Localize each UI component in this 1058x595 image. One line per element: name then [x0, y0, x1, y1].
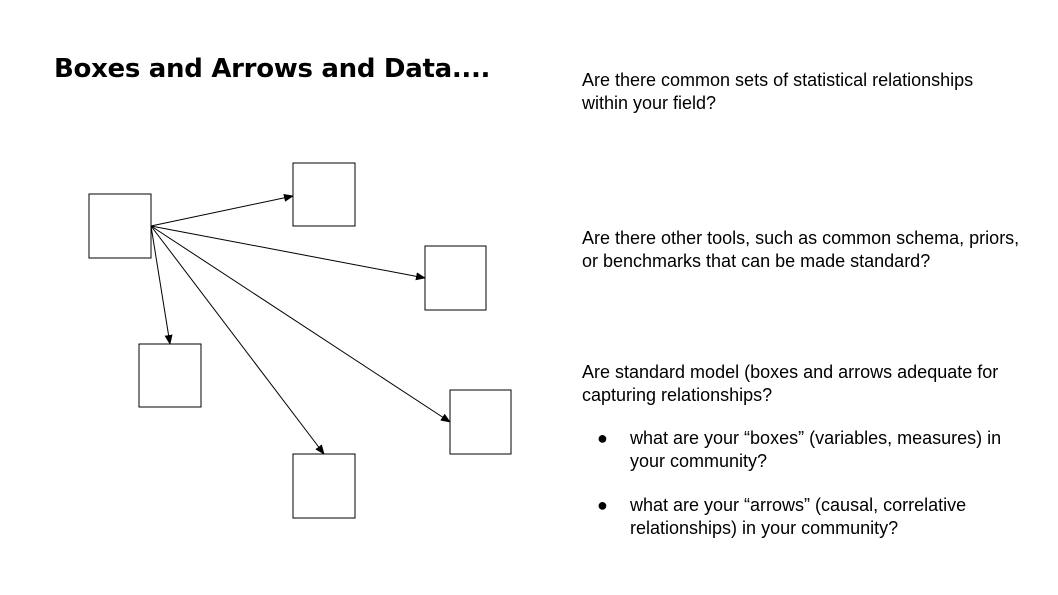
arrow-source-to-target-1 — [150, 193, 294, 227]
bullet-text-boxes: what are your “boxes” (variables, measur… — [630, 428, 1002, 471]
arrow-source-to-target-4 — [150, 225, 451, 423]
question-common-relationships: Are there common sets of statistical rel… — [582, 70, 974, 113]
box-target-4 — [449, 389, 512, 455]
bullet-list: ● what are your “boxes” (variables, meas… — [582, 427, 1022, 561]
box-target-5 — [292, 453, 356, 519]
arrow-source-to-target-5 — [150, 225, 325, 455]
box-target-1 — [292, 162, 356, 227]
box-target-3 — [138, 343, 202, 408]
question-standard-model: Are standard model (boxes and arrows ade… — [582, 362, 999, 405]
arrow-source-to-target-2 — [150, 225, 426, 281]
arrows — [150, 193, 451, 455]
boxes — [88, 162, 512, 519]
question-other-tools: Are there other tools, such as common sc… — [582, 228, 1020, 271]
box-source — [88, 193, 152, 259]
bullet-dot-icon: ● — [597, 495, 608, 515]
bullet-dot-icon: ● — [597, 428, 608, 448]
bullet-item-arrows: ● what are your “arrows” (causal, correl… — [582, 494, 1022, 540]
bullet-item-boxes: ● what are your “boxes” (variables, meas… — [582, 427, 1022, 473]
bullet-text-arrows: what are your “arrows” (causal, correlat… — [630, 495, 967, 538]
slide-title: Boxes and Arrows and Data.... — [54, 54, 491, 84]
box-target-2 — [424, 245, 487, 311]
arrow-source-to-target-3 — [150, 225, 173, 345]
